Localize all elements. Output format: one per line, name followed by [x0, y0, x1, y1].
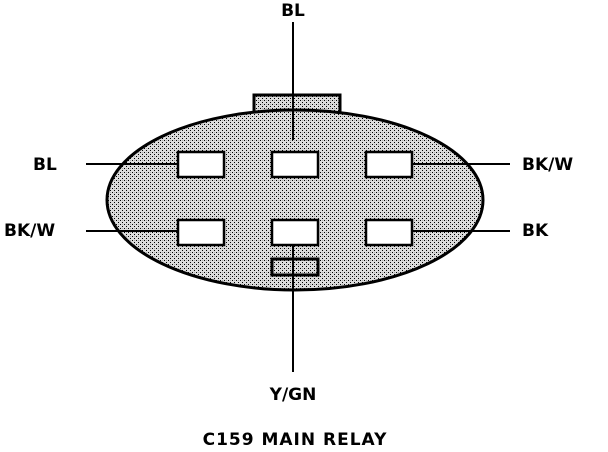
wire-label-right-upper: BK/W — [522, 155, 573, 175]
terminal-cavity — [176, 218, 226, 247]
terminal-cavity — [176, 150, 226, 179]
terminal-cavity — [270, 150, 320, 179]
terminal-cavity — [364, 150, 414, 179]
terminal-cavity — [270, 218, 320, 247]
terminal-cavity — [364, 218, 414, 247]
wire-label-left-lower: BK/W — [4, 221, 55, 241]
wire-label-bottom: Y/GN — [269, 385, 317, 405]
wire-label-left-upper: BL — [33, 155, 57, 175]
wire-label-top: BL — [281, 1, 305, 21]
diagram-caption: C159 MAIN RELAY — [203, 430, 388, 450]
wire-label-right-lower: BK — [522, 221, 549, 241]
connector-bottom-key — [270, 257, 320, 277]
